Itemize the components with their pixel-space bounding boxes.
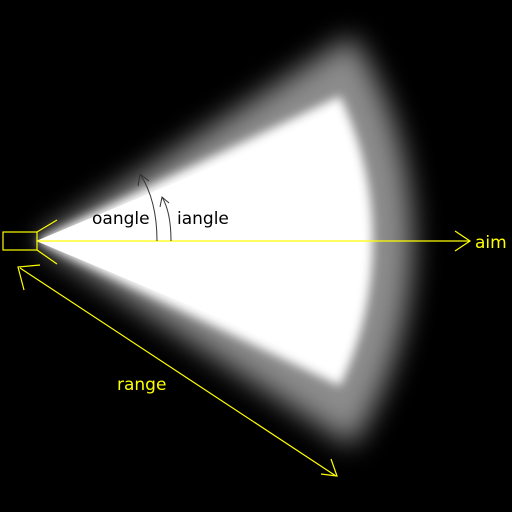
inner-angle-arrowhead-icon [159,196,170,208]
inner-angle-label: iangle [177,209,229,229]
range-arrow [17,264,338,477]
range-arrowhead-start-icon [17,264,41,291]
aim-label: aim [475,233,507,253]
range-label: range [117,375,166,395]
outer-angle-label: oangle [92,209,150,229]
outer-angle-arc [137,173,158,242]
inner-angle-arc [159,196,172,242]
aim-axis [37,230,472,252]
outer-angle-arrowhead-icon [137,173,150,187]
aim-arrowhead-icon [454,230,472,252]
range-arrowhead-end-icon [320,458,338,477]
